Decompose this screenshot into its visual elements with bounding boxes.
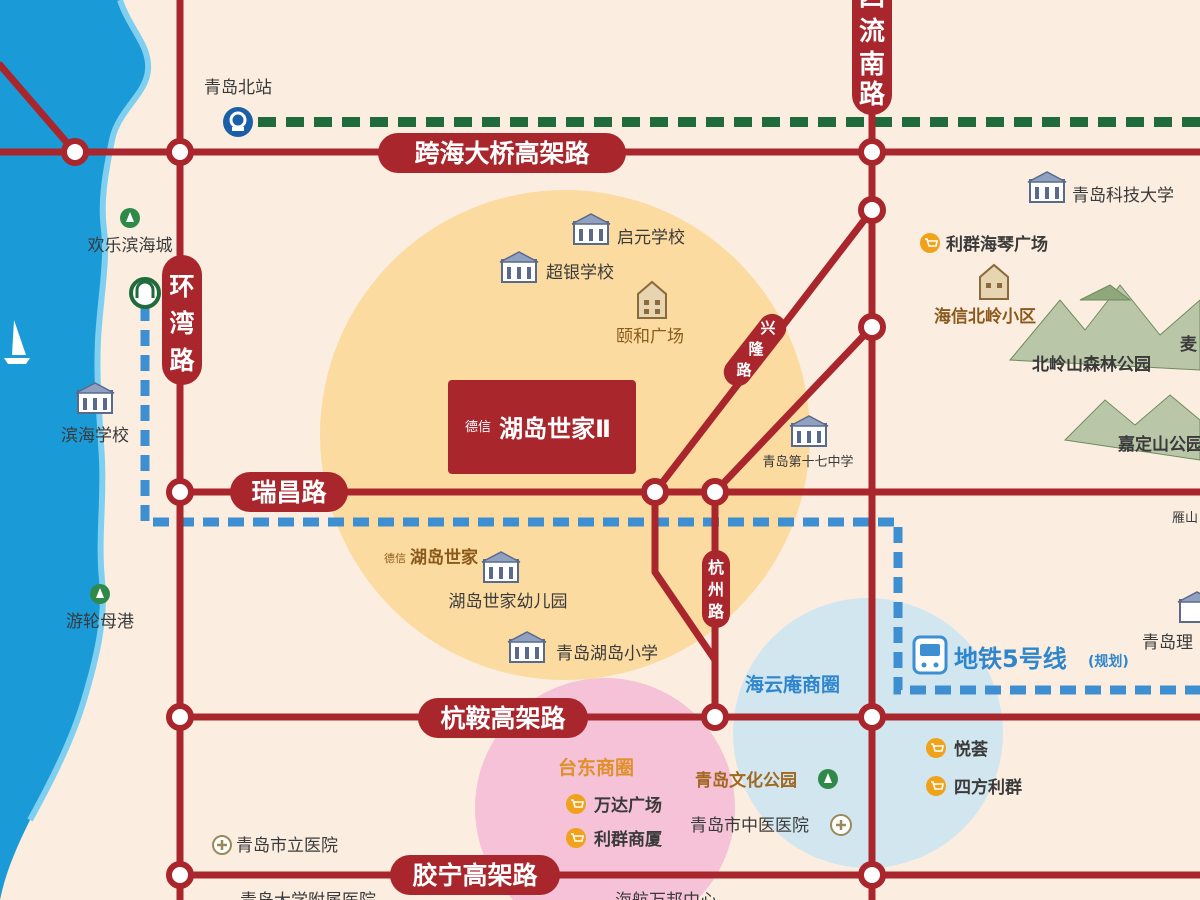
road-label-hangzhou-3: 路 [708, 602, 725, 621]
station-north-label: 青岛北站 [204, 78, 272, 98]
road-label-jiaoning-bg [390, 855, 560, 895]
shopping-cart-icon [926, 738, 946, 758]
train-station-icon [223, 107, 253, 137]
poi-sifang: 四方利群 [954, 777, 1022, 798]
road-label-xinglong-2: 隆 [748, 340, 764, 358]
project-title: 湖岛世家Ⅱ [499, 415, 611, 443]
poi-yihe: 颐和广场 [616, 327, 684, 347]
poi-liqun-shangsha: 利群商厦 [594, 829, 663, 850]
road-label-siliu-bg [852, 0, 892, 115]
poi-tcm-hospital: 青岛市中医医院 [690, 816, 809, 836]
poi-binhai-school: 滨海学校 [61, 426, 129, 446]
school-icon [507, 631, 547, 663]
school-icon [1027, 171, 1067, 203]
old-project-logo: 德信 [384, 551, 406, 565]
road-label-xinglong-3: 路 [736, 361, 752, 379]
metro-station-icon [129, 277, 161, 309]
road-label-kuahai: 跨海大桥高架路 [414, 139, 590, 168]
intersection-nodes [61, 138, 886, 889]
poi-culture-park: 青岛文化公园 [695, 770, 797, 791]
road-label-huanwan-1: 环 [169, 272, 194, 301]
road-label-hangan: 杭鞍高架路 [440, 704, 566, 733]
school-icon [499, 251, 539, 283]
shopping-cart-icon [920, 233, 940, 253]
metro-line-label: 地铁5号线 (规划) [912, 635, 1129, 675]
poi-chaoyin: 超银学校 [546, 263, 614, 283]
mountain-range-icon [1008, 284, 1200, 461]
poi-bottom-left: 青岛大学附属医院 [240, 891, 376, 900]
building-icon [979, 263, 1009, 300]
poi-youlun: 游轮母港 [66, 612, 134, 632]
poi-huanle: 欢乐滨海城 [88, 236, 173, 256]
poi-city-hospital: 青岛市立医院 [236, 836, 338, 856]
school-icon [1177, 591, 1200, 623]
school-icon [789, 415, 829, 447]
hospital-icon [830, 814, 852, 836]
road-label-huanwan-bg [162, 255, 202, 385]
park-icon [120, 208, 140, 228]
poi-wanda: 万达广场 [593, 795, 662, 816]
road-label-jiaoning: 胶宁高架路 [412, 861, 538, 890]
road-label-siliu-1: 四 [859, 0, 885, 13]
poi-mai: 麦 [1180, 334, 1198, 355]
poi-haixin: 海信北岭小区 [934, 306, 1036, 327]
shopping-cart-icon [566, 794, 586, 814]
road-label-hangzhou-2: 州 [707, 580, 724, 599]
shopping-cart-icon [566, 828, 586, 848]
poi-qiyuan: 启元学校 [617, 228, 685, 248]
park-icon [90, 584, 110, 604]
poi-beiling: 北岭山森林公园 [1032, 354, 1151, 375]
road-label-siliu-2: 流 [859, 17, 885, 47]
metro-line-name: 地铁5号线 [954, 645, 1067, 673]
road-label-ruichang-bg [230, 472, 348, 512]
sea [0, 0, 149, 900]
poi-huda-school: 青岛湖岛小学 [556, 644, 658, 664]
road-label-huanwan-2: 湾 [169, 309, 194, 338]
zone-taidong-label: 台东商圈 [558, 756, 634, 779]
poi-bottom-mid: 海航万邦中心 [615, 891, 717, 900]
road-branch [711, 323, 876, 496]
road-label-xinglong-bg [723, 313, 787, 387]
road-label-ruichang: 瑞昌路 [251, 478, 327, 507]
poi-yuehui: 悦荟 [954, 739, 989, 760]
metro-line-5 [140, 305, 1200, 695]
sailboat-icon [4, 320, 30, 364]
poi-seventeen: 青岛第十七中学 [762, 454, 853, 470]
project-box[interactable] [448, 380, 636, 474]
project-marker[interactable]: 德信 湖岛世家Ⅱ [448, 380, 636, 474]
school-icon [75, 382, 115, 414]
poi-yanshan: 雁山 [1172, 511, 1198, 526]
poi-kindergarten: 湖岛世家幼儿园 [449, 592, 568, 612]
road-label-siliu-3: 南 [859, 50, 885, 80]
poi-keji: 青岛科技大学 [1072, 186, 1174, 206]
poi-qingdao-li: 青岛理 [1142, 633, 1193, 653]
project-logo: 德信 [465, 420, 491, 435]
metro-line-note: (规划) [1088, 653, 1129, 670]
shopping-cart-icon [926, 776, 946, 796]
building-icon [637, 280, 667, 319]
park-icon [818, 769, 838, 789]
school-icon [481, 551, 521, 583]
hospital-icon [212, 835, 232, 855]
poi-jiading: 嘉定山公园 [1117, 434, 1200, 455]
road-label-kuahai-bg [378, 133, 626, 173]
road-label-xinglong-1: 兴 [760, 319, 775, 337]
road-label-hangzhou-bg [702, 550, 730, 628]
zone-haiyun-label: 海云庵商圈 [745, 673, 840, 696]
road-label-hangzhou-1: 杭 [708, 558, 724, 577]
road-diag-northwest [0, 61, 79, 156]
road-label-huanwan-3: 路 [169, 346, 195, 375]
shoreline [27, 0, 152, 822]
old-project-name: 湖岛世家 [410, 547, 478, 568]
road-label-hangan-bg [418, 698, 588, 738]
poi-liqun-haiqin: 利群海琴广场 [946, 234, 1048, 255]
road-label-siliu-4: 路 [859, 79, 886, 110]
school-icon [571, 213, 611, 245]
